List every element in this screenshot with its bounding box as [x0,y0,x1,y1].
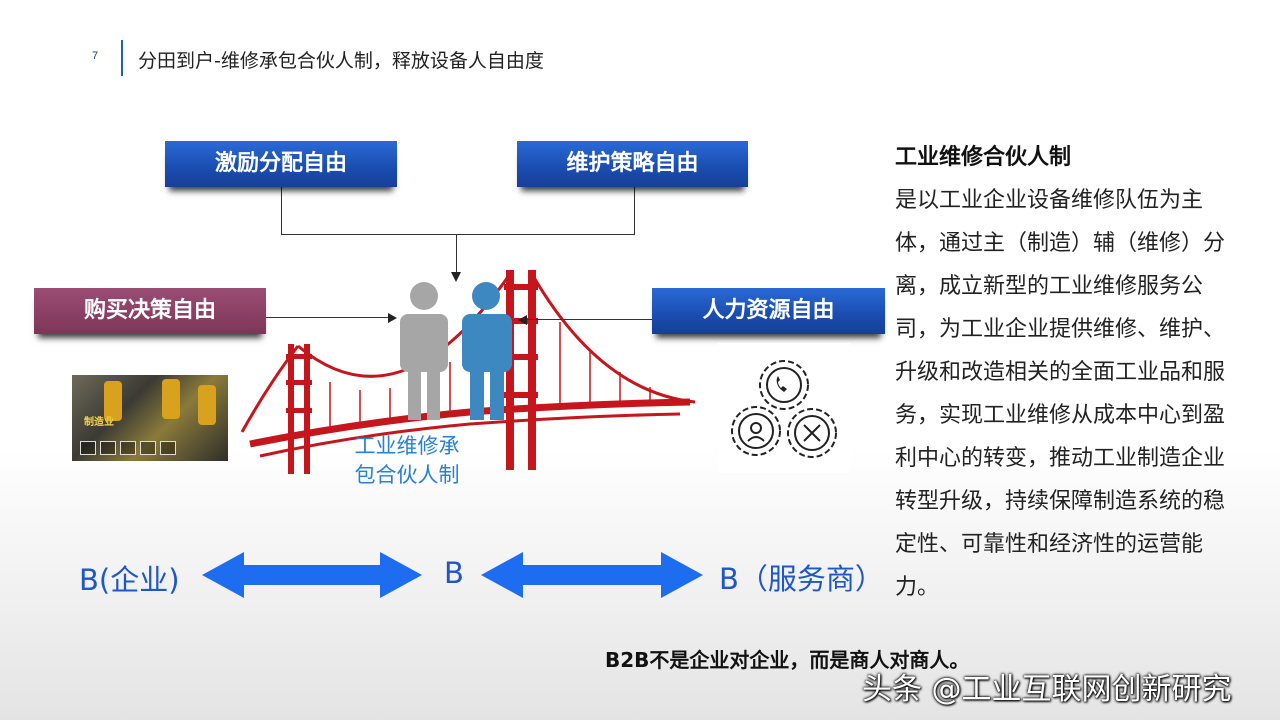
description-body: 是以工业企业设备维修队伍为主体，通过主（制造）辅（维修）分离，成立新型的工业维修… [895,188,1226,600]
connector-left-vertical [281,187,282,235]
center-label: 工业维修承 包合伙人制 [342,432,472,490]
b2b-note: B2B不是企业对企业，而是商人对商人。 [605,648,970,672]
robot-arm-icon [104,381,122,421]
gear-worker-icon [731,406,781,456]
arrow-head-down [451,272,461,282]
gears-image [718,343,850,473]
double-arrow-left [202,552,422,602]
box-hr-freedom: 人力资源自由 [652,288,885,334]
description-title: 工业维修合伙人制 [895,145,1072,170]
robot-arm-icon [198,385,216,425]
arrow-right-icon [388,313,397,323]
factory-small-icon [160,441,176,455]
gear-phone-icon [759,360,809,410]
center-label-line2: 包合伙人制 [354,463,460,487]
factory-tag: 制造业 [84,417,114,428]
double-arrow-right [481,552,703,602]
gear-tools-icon [787,408,837,458]
box-incentive-freedom: 激励分配自由 [165,141,397,187]
b-enterprise-label: B(企业) [79,563,180,597]
blue-person-icon [462,282,512,420]
robot-arm-icon [162,379,180,419]
gray-person-icon [400,282,448,420]
factory-small-icon [140,441,156,455]
box-maintenance-freedom: 维护策略自由 [517,141,748,187]
connector-hr [527,319,653,320]
connector-purchase [266,317,390,318]
b-service-label: B（服务商） [719,562,884,596]
center-label-line1: 工业维修承 [354,434,460,458]
connector-right-vertical [634,187,635,235]
factory-small-icon [100,441,116,455]
watermark: 头条 @工业互联网创新研究 [862,672,1232,707]
b-middle-label: B [444,556,464,590]
header-divider [121,40,123,76]
factory-image: 制造业 [72,375,228,461]
factory-small-icon [80,441,96,455]
bridge-illustration [240,262,700,482]
box-purchase-freedom: 购买决策自由 [34,288,266,334]
connector-horizontal [281,234,635,235]
slide-title: 分田到户-维修承包合伙人制，释放设备人自由度 [138,50,544,72]
slide-number: 7 [92,50,99,62]
factory-small-icon [120,441,136,455]
factory-icon-row [80,441,176,455]
connector-center-vertical [456,234,457,274]
arrow-left-icon [518,315,527,325]
